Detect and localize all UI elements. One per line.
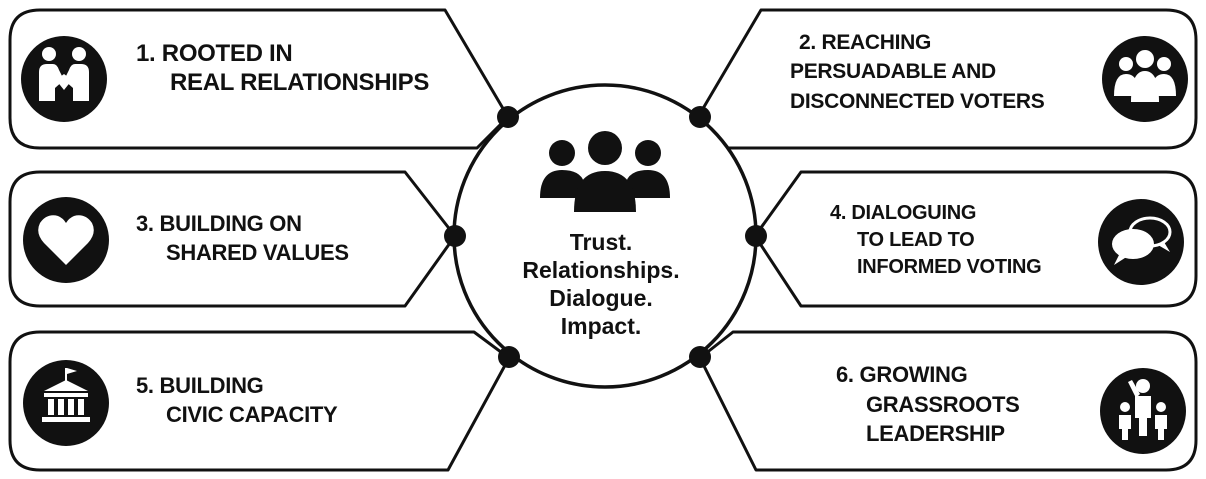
item-1-line-2: REAL RELATIONSHIPS — [170, 68, 430, 96]
connector-dot-4 — [745, 225, 767, 247]
item-4-line-1: 4. DIALOGUING — [830, 202, 977, 224]
item-3-label: 3. BUILDING ON SHARED VALUES — [136, 210, 349, 267]
connector-dot-6 — [689, 346, 711, 368]
center-line-3: Dialogue. — [549, 285, 653, 312]
item-6-label: 6. GROWING GRASSROOTS LEADERSHIP — [836, 360, 1020, 449]
group-icon — [1102, 36, 1188, 122]
item-3-line-1: 3. BUILDING ON — [136, 211, 302, 236]
center-line-2: Relationships. — [522, 257, 680, 284]
panel-2 — [696, 8, 1198, 150]
connector-dot-5 — [498, 346, 520, 368]
item-5-line-1: 5. BUILDING — [136, 373, 264, 398]
item-1-label: 1. ROOTED IN REAL RELATIONSHIPS — [136, 40, 429, 98]
speech-bubbles-icon — [1098, 199, 1184, 285]
item-2-label: 2. REACHING PERSUADABLE AND DISCONNECTED… — [790, 28, 1045, 116]
connector-dot-2 — [689, 106, 711, 128]
item-2-line-2: PERSUADABLE AND — [790, 60, 996, 84]
leader-raising-hand-icon — [1100, 368, 1186, 454]
item-4-line-2: TO LEAD TO — [857, 229, 975, 251]
heart-icon — [23, 197, 109, 283]
panel-5 — [8, 330, 511, 472]
group-of-people-icon — [540, 131, 670, 212]
civic-building-icon — [23, 360, 109, 446]
center-line-4: Impact. — [560, 313, 642, 340]
item-2-line-1: 2. REACHING — [799, 31, 932, 54]
item-6-line-1: 6. GROWING — [836, 362, 968, 387]
item-5-label: 5. BUILDING CIVIC CAPACITY — [136, 372, 338, 429]
panel-1 — [8, 8, 510, 150]
item-5-line-2: CIVIC CAPACITY — [166, 401, 338, 427]
handshake-people-icon — [21, 36, 107, 122]
item-4-label: 4. DIALOGUING TO LEAD TO INFORMED VOTING — [830, 200, 1042, 281]
item-3-line-2: SHARED VALUES — [166, 239, 349, 265]
center-line-1: Trust. — [569, 229, 633, 255]
item-6-line-3: LEADERSHIP — [866, 421, 1005, 447]
connector-dot-1 — [497, 106, 519, 128]
item-6-line-2: GRASSROOTS — [866, 391, 1020, 417]
panel-3 — [8, 170, 457, 308]
item-2-line-3: DISCONNECTED VOTERS — [790, 89, 1045, 113]
center-text: Trust. Relationships. Dialogue. Impact. — [498, 228, 704, 340]
item-4-line-3: INFORMED VOTING — [857, 256, 1042, 278]
panel-4 — [753, 170, 1198, 308]
panel-6 — [698, 330, 1198, 472]
connector-dot-3 — [444, 225, 466, 247]
item-1-line-1: 1. ROOTED IN — [136, 40, 293, 67]
